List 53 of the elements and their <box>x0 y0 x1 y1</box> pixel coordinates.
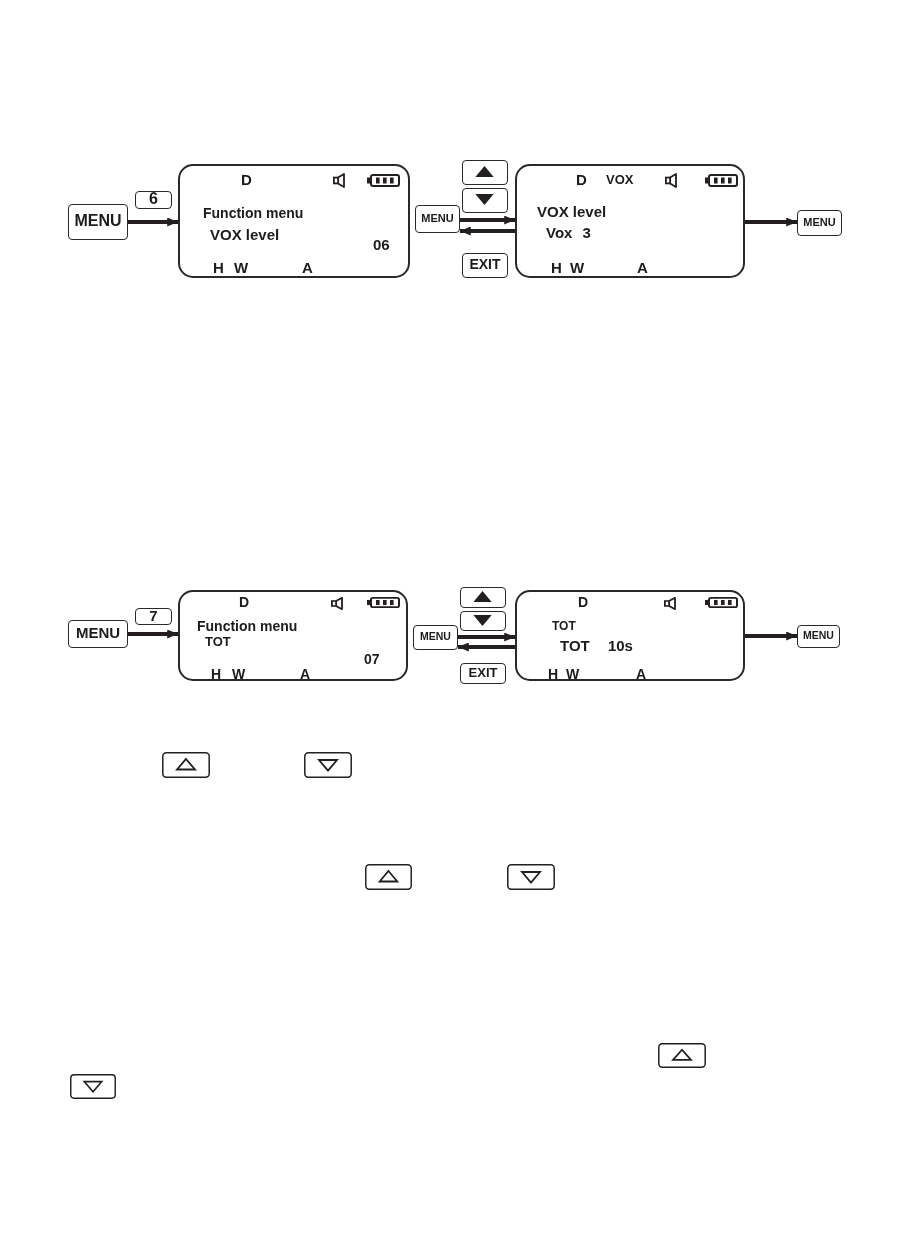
menu-key: MENU <box>68 204 128 240</box>
exit-key: EXIT <box>462 253 508 278</box>
menu-key: MENU <box>415 205 460 233</box>
arrow <box>128 217 178 227</box>
arrow <box>460 226 515 236</box>
mode-indicator: D <box>241 171 252 189</box>
menu-number: 06 <box>373 236 390 254</box>
lcd-screen <box>178 590 408 681</box>
lcd-screen <box>515 590 745 681</box>
status-indicator: H <box>548 666 559 683</box>
arrow <box>458 642 515 652</box>
status-indicator: W <box>566 666 580 683</box>
arrow <box>128 629 178 639</box>
up-key <box>460 587 506 608</box>
lcd-screen <box>515 164 745 278</box>
status-indicator: A <box>300 666 311 683</box>
menu-key: MENU <box>68 620 128 648</box>
lcd-screen <box>178 164 410 278</box>
menu-key: MENU <box>797 625 840 648</box>
status-indicator: W <box>570 259 585 277</box>
status-indicator: W <box>234 259 249 277</box>
down-key <box>462 188 508 213</box>
exit-key: EXIT <box>460 663 506 684</box>
arrow <box>745 217 797 227</box>
status-indicator: W <box>232 666 246 683</box>
arrow <box>745 631 797 641</box>
status-indicator: A <box>636 666 647 683</box>
menu-title: Function menu <box>197 618 298 635</box>
menu-value: Vox 3 <box>546 224 591 242</box>
menu-item: TOT <box>205 635 231 650</box>
menu-title: Function menu <box>203 205 304 222</box>
arrow <box>460 215 515 225</box>
number-key: 6 <box>135 191 172 209</box>
mode-indicator: D <box>576 171 587 189</box>
menu-number: 07 <box>364 651 380 668</box>
up-key <box>462 160 508 185</box>
status-indicator: A <box>302 259 313 277</box>
status-indicator: H <box>551 259 562 277</box>
status-indicator: A <box>637 259 648 277</box>
mode-indicator: D <box>578 594 589 611</box>
status-indicator: H <box>213 259 224 277</box>
arrow <box>458 632 515 642</box>
menu-key: MENU <box>413 625 458 650</box>
down-key <box>460 611 506 631</box>
number-key: 7 <box>135 608 172 625</box>
vox-indicator: VOX <box>606 173 634 188</box>
menu-title: TOT <box>552 620 576 634</box>
status-indicator: H <box>211 666 222 683</box>
mode-indicator: D <box>239 594 250 611</box>
menu-key: MENU <box>797 210 842 236</box>
menu-value: TOT 10s <box>560 637 633 655</box>
menu-title: VOX level <box>537 203 607 221</box>
menu-item: VOX level <box>210 226 280 244</box>
